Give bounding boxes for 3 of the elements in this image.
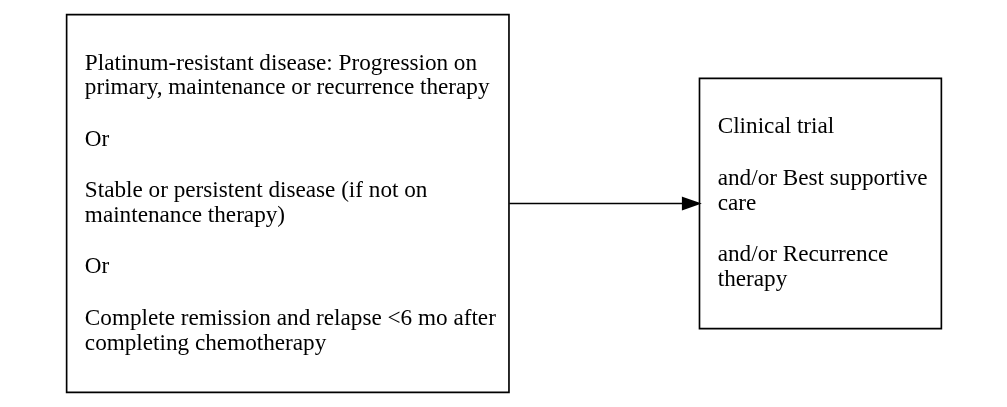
node-box: Platinum-resistant disease: Progression on primary, maintenance or recurrence therapy Or Stable or persistent disease (if not on maintenance therapy) Or Complete remission and relapse <6 mo after completing chemotherapy	[65, 13, 510, 394]
node-box: Clinical trial and/or Best supportive care and/or Recurrence therapy	[698, 77, 942, 330]
arrow	[508, 196, 702, 211]
